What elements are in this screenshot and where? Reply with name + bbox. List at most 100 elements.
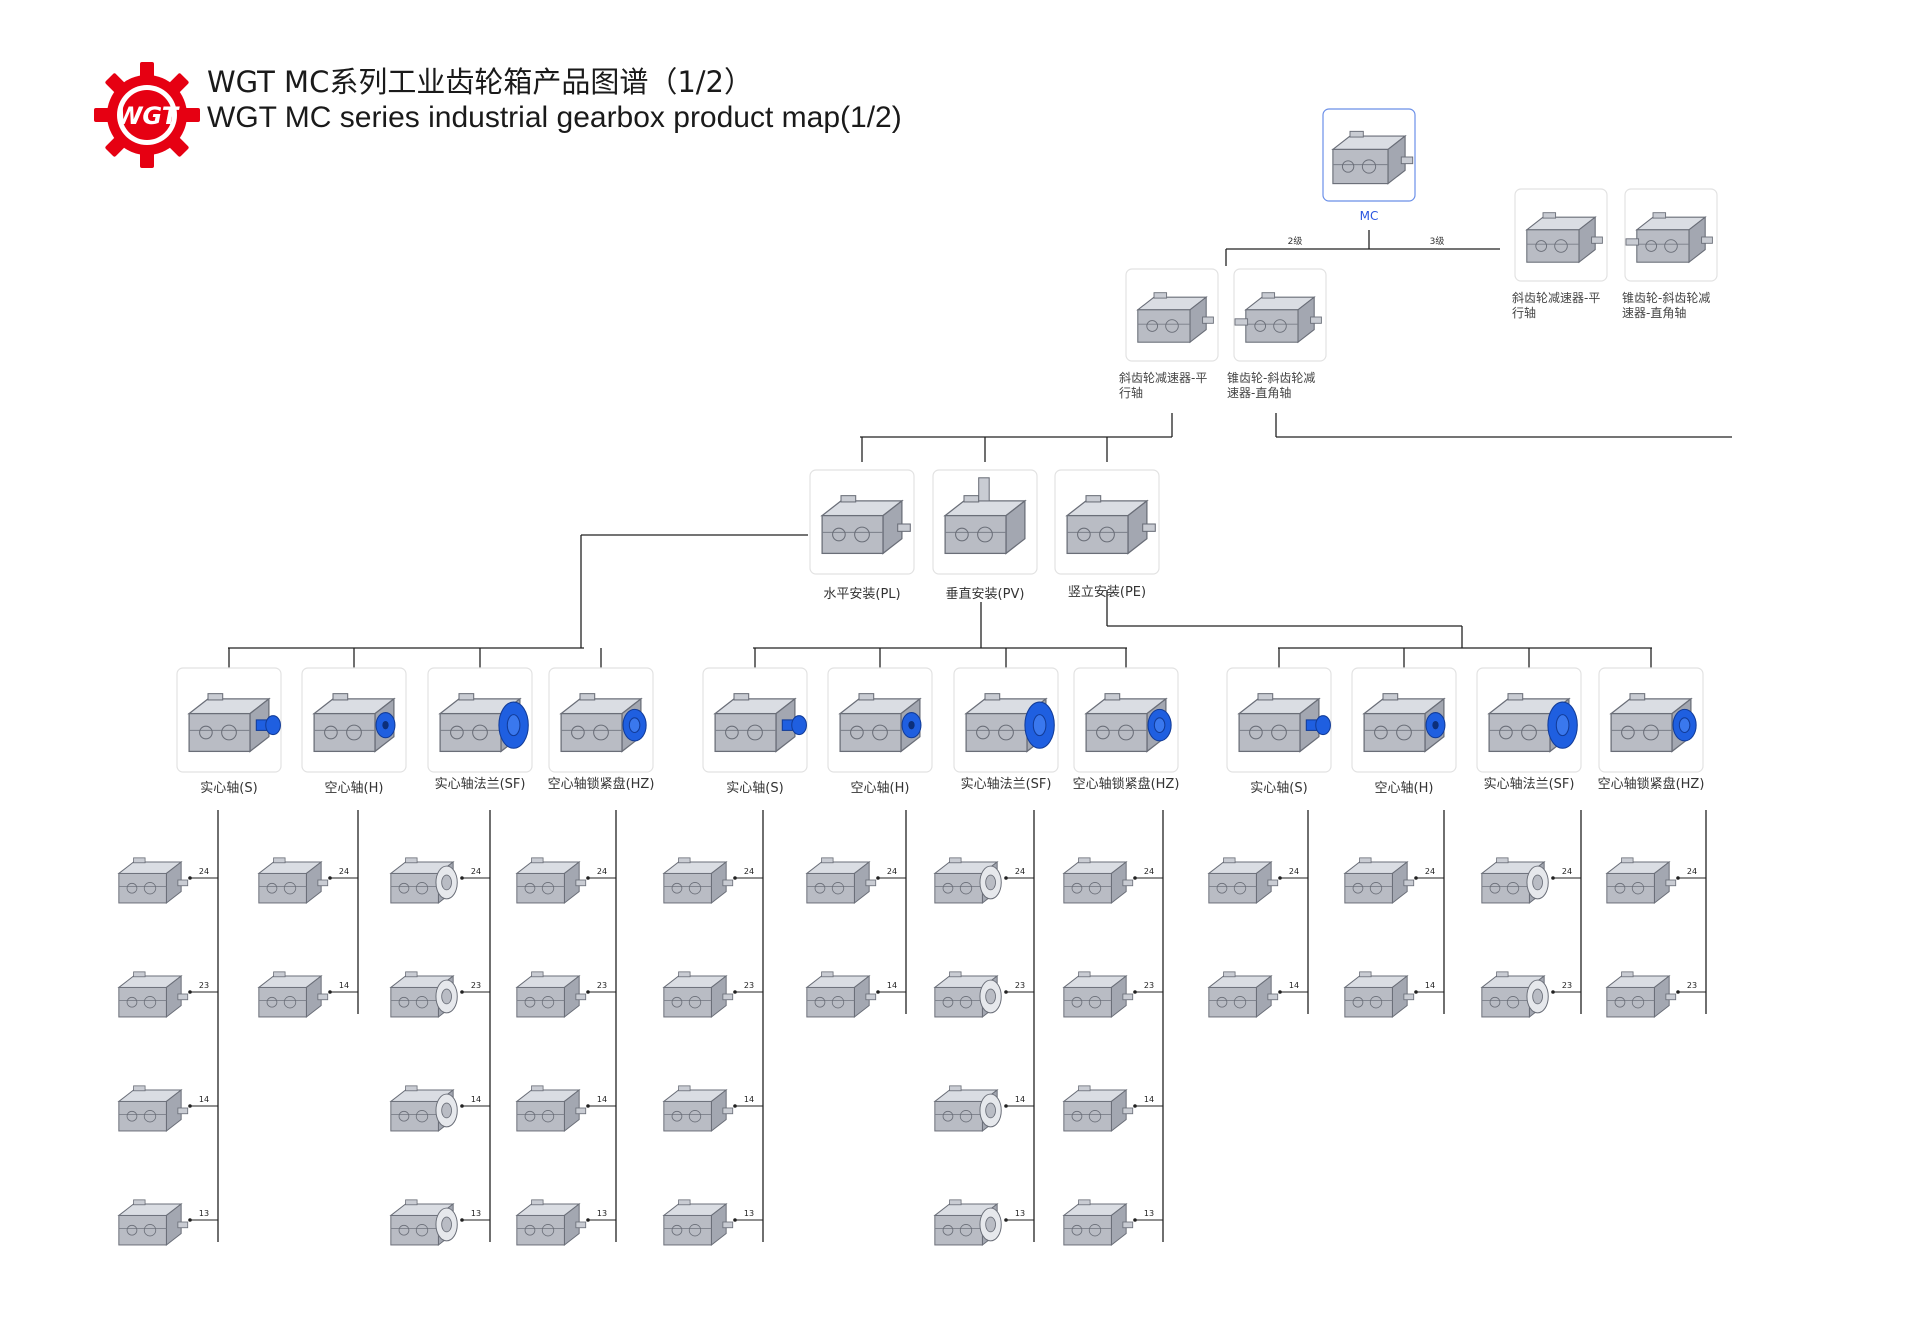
gearbox-bearing bbox=[1249, 725, 1263, 740]
gearbox-bearing bbox=[976, 725, 990, 740]
gearbox-bearing bbox=[398, 882, 410, 894]
gearbox-bearing bbox=[1233, 996, 1247, 1009]
variant-gearbox bbox=[933, 857, 1002, 904]
flange-hub bbox=[985, 874, 996, 891]
connector-dot bbox=[586, 990, 590, 994]
product-label: 速器-直角轴 bbox=[1227, 385, 1291, 400]
product-label: 斜齿轮减速器-平 bbox=[1512, 291, 1600, 305]
gearbox-bearing bbox=[1614, 882, 1626, 894]
title-chinese: WGT MC系列工业齿轮箱产品图谱（1/2） bbox=[207, 65, 753, 99]
gearbox-lug bbox=[579, 693, 596, 701]
variant-gearbox bbox=[515, 1085, 587, 1132]
shaft-type-label: 空心轴(H) bbox=[325, 781, 384, 796]
connector-dot bbox=[1278, 990, 1282, 994]
flange-hub bbox=[1032, 714, 1047, 737]
gearbox-front bbox=[1332, 148, 1389, 185]
shaft-type-label: 实心轴法兰(SF) bbox=[435, 777, 526, 792]
gearbox-front bbox=[934, 872, 983, 904]
output-shaft bbox=[177, 1221, 189, 1229]
output-shaft bbox=[1315, 715, 1331, 736]
variant-gearbox bbox=[1480, 857, 1549, 904]
product-label: 速器-直角轴 bbox=[1622, 305, 1686, 320]
gearbox-front bbox=[821, 514, 884, 555]
shaft-type-label: 空心轴锁紧盘(HZ) bbox=[548, 776, 655, 792]
connector-dot bbox=[460, 990, 464, 994]
variant-code: 24 bbox=[597, 867, 607, 876]
gearbox-bearing bbox=[415, 996, 429, 1009]
gearbox-bearing bbox=[1352, 882, 1364, 894]
output-shaft bbox=[265, 715, 281, 736]
gearbox-bearing bbox=[671, 996, 683, 1008]
gearbox-bearing bbox=[283, 996, 297, 1009]
gearbox-bearing bbox=[1088, 1110, 1102, 1123]
gearbox-bearing bbox=[126, 996, 138, 1008]
product-label: 斜齿轮减速器-平 bbox=[1119, 371, 1207, 385]
gearbox-bearing bbox=[143, 882, 157, 895]
gearbox-lug bbox=[1382, 693, 1399, 701]
variant-code: 13 bbox=[1144, 1209, 1154, 1218]
variant-gearbox bbox=[117, 1085, 189, 1132]
connector-dot bbox=[1004, 876, 1008, 880]
gear-icon bbox=[94, 62, 200, 168]
gearbox-front bbox=[1363, 712, 1426, 753]
variant-gearbox bbox=[1605, 857, 1677, 904]
gearbox-bearing bbox=[1216, 996, 1228, 1008]
gearbox-bearing bbox=[1216, 882, 1228, 894]
connector-dot bbox=[876, 990, 880, 994]
gearbox-bearing bbox=[571, 725, 585, 740]
mounting-label: 垂直安装(PV) bbox=[946, 587, 1025, 602]
connector-dot bbox=[1133, 990, 1137, 994]
output-shaft bbox=[1202, 316, 1214, 324]
variant-gearbox bbox=[805, 971, 877, 1018]
gearbox-bearing bbox=[472, 724, 488, 741]
connector-dot bbox=[733, 1218, 737, 1222]
gearbox-bearing bbox=[671, 1110, 683, 1122]
product-label: 行轴 bbox=[1119, 385, 1143, 400]
gearbox-bearing bbox=[942, 1110, 954, 1122]
variant-gearbox bbox=[662, 857, 734, 904]
gearbox-bearing bbox=[324, 725, 338, 740]
flange-hub bbox=[1532, 988, 1543, 1005]
gearbox-lug bbox=[405, 857, 418, 864]
output-shaft bbox=[1400, 156, 1414, 165]
flange-hub bbox=[441, 1102, 452, 1119]
gearbox-front bbox=[1063, 1100, 1112, 1132]
gearbox-bearing bbox=[1071, 882, 1083, 894]
gearbox-bearing bbox=[1233, 882, 1247, 895]
gearbox-lug bbox=[821, 857, 834, 864]
variant-code: 14 bbox=[1144, 1095, 1154, 1104]
variant-gearbox bbox=[1062, 1199, 1134, 1246]
gearbox-bearing bbox=[1341, 160, 1355, 173]
variant-gearbox bbox=[1207, 971, 1279, 1018]
gearbox-bearing bbox=[524, 882, 536, 894]
gearbox-image bbox=[713, 693, 807, 753]
gearbox-bearing bbox=[814, 882, 826, 894]
gearbox-image bbox=[438, 693, 529, 753]
gearbox-image bbox=[943, 477, 1027, 555]
gearbox-image bbox=[964, 693, 1055, 753]
variant-code: 24 bbox=[339, 867, 349, 876]
variant-gearbox bbox=[1343, 857, 1415, 904]
output-shaft bbox=[177, 993, 189, 1001]
gearbox-image bbox=[187, 693, 281, 753]
gearbox-lug bbox=[949, 1199, 962, 1206]
flange-hub bbox=[441, 1216, 452, 1233]
gearbox-front bbox=[1208, 986, 1257, 1018]
connector-dot bbox=[460, 1104, 464, 1108]
gearbox-lug bbox=[1496, 971, 1509, 978]
flange-hub bbox=[506, 714, 521, 737]
gearbox-bearing bbox=[1506, 996, 1520, 1009]
gearbox-bearing bbox=[1096, 725, 1110, 740]
shaft-type-label: 实心轴(S) bbox=[1250, 781, 1307, 796]
input-shaft bbox=[1234, 318, 1249, 326]
output-shaft bbox=[1665, 993, 1677, 1001]
gearbox-lug bbox=[1542, 212, 1557, 219]
gearbox-front bbox=[258, 986, 307, 1018]
connector-dot bbox=[188, 1218, 192, 1222]
gearbox-lug bbox=[678, 857, 691, 864]
flange-hub bbox=[985, 1102, 996, 1119]
gearbox-lug bbox=[1078, 1085, 1091, 1092]
gearbox-lug bbox=[332, 693, 349, 701]
gearbox-image bbox=[1362, 693, 1446, 753]
